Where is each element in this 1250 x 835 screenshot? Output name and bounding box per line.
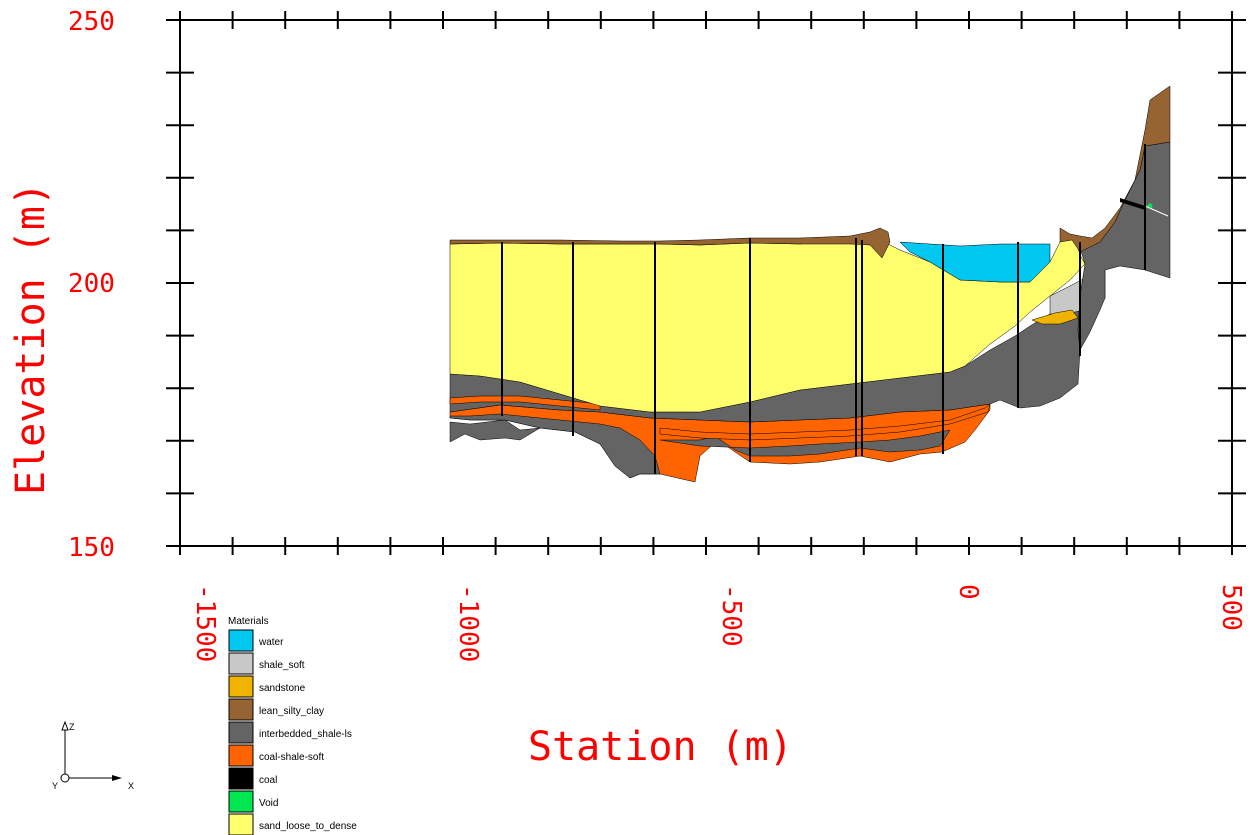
legend-label-void: Void [259, 798, 278, 809]
layer-coal-shale-soft-upper-streak [449, 395, 601, 411]
legend-label-shale-soft: shale_soft [259, 660, 305, 671]
layer-interbedded-shale-lower-b [449, 419, 541, 443]
materials-legend: Materials water shale_soft sandstone lean_s… [228, 616, 357, 835]
triad-origin-icon [60, 773, 70, 783]
layer-sandstone [1031, 309, 1079, 325]
x-tick-label-neg1500: -1500 [190, 584, 220, 662]
y-tick-label-250: 250 [68, 7, 115, 37]
layer-interbedded-shale-lower-c [659, 429, 951, 457]
x-axis-title: Station (m) [528, 724, 793, 770]
legend-label-sand-loose-to-dense: sand_loose_to_dense [259, 821, 357, 832]
y-axis-title: Elevation (m) [8, 182, 54, 495]
legend-swatch-interbedded-shale-ls [228, 721, 254, 744]
legend-swatch-shale-soft [228, 652, 254, 675]
legend-swatch-sand-loose-to-dense [228, 813, 254, 835]
x-tick-label-0: 0 [953, 584, 983, 600]
x-tick-label-500: 500 [1216, 584, 1246, 631]
legend-label-coal-shale-soft: coal-shale-soft [259, 752, 324, 763]
x-tick-label-neg500: -500 [716, 584, 746, 647]
legend-items: water shale_soft sandstone lean_silty_clayi… [228, 629, 357, 835]
legend-swatch-water [228, 629, 254, 652]
legend-title: Materials [228, 616, 269, 627]
legend-label-coal: coal [259, 775, 277, 786]
triad-x-label: X [128, 781, 134, 791]
layer-coal-shale-soft-streak [659, 403, 991, 441]
x-tick-label-neg1000: -1000 [453, 584, 483, 662]
borehole-lines [501, 144, 1146, 474]
plot-frame [166, 11, 1246, 555]
triad-y-label: Y [52, 781, 58, 791]
legend-swatch-sandstone [228, 675, 254, 698]
layer-lean-silty-clay-right [1059, 85, 1171, 253]
legend-label-interbedded-shale-ls: interbedded_shale-ls [259, 729, 352, 740]
legend-swatch-coal-shale-soft [228, 744, 254, 767]
cliff-edge-line [1144, 205, 1169, 217]
legend-label-sandstone: sandstone [259, 683, 306, 694]
legend-label-lean-silty-clay: lean_silty_clay [259, 706, 324, 717]
triad-z-label: Z [69, 722, 75, 732]
layer-interbedded-shale-lower [449, 413, 661, 479]
y-tick-labels: 250 200 150 [68, 7, 115, 563]
triad-x-arrow-icon [112, 775, 122, 781]
layer-water [899, 241, 1051, 283]
cross-section-layers [449, 85, 1171, 483]
axis-triad: Z X Y [52, 720, 134, 791]
tick-marks [166, 11, 1246, 555]
legend-label-water: water [258, 637, 284, 648]
legend-swatch-void [228, 790, 254, 813]
layer-coal [1120, 198, 1145, 210]
x-tick-labels: -1500 -1000 -500 0 500 [190, 584, 1246, 662]
y-tick-label-150: 150 [68, 533, 115, 563]
layer-lean-silty-clay-top [449, 227, 891, 259]
triad-z-arrow-icon [61, 720, 69, 731]
legend-swatch-coal [228, 767, 254, 790]
legend-swatch-lean-silty-clay [228, 698, 254, 721]
y-tick-label-200: 200 [68, 269, 115, 299]
